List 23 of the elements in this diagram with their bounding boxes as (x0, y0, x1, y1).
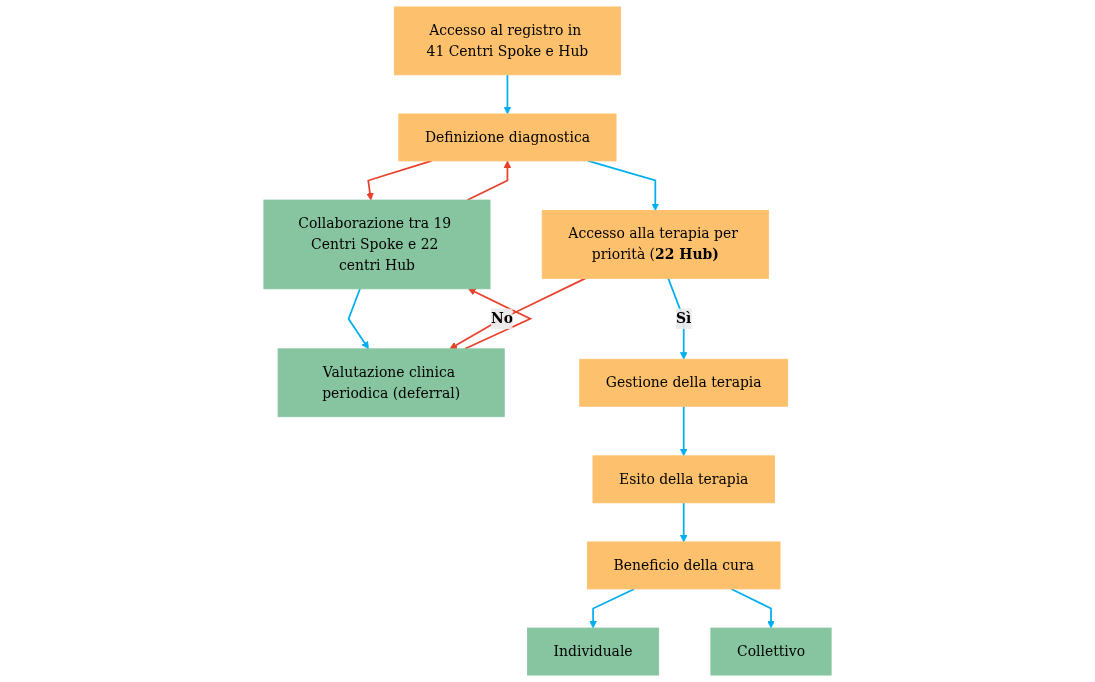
arrow (464, 288, 533, 350)
arrow (503, 73, 512, 115)
node-box: Definizione diagnostica (398, 113, 617, 162)
node-box: Collaborazione tra 19 Centri Spoke e 22 centri Hub (263, 199, 491, 290)
node-box: Accesso al registro in 41 Centri Spoke e Hub (393, 6, 621, 76)
node-box: Accesso alla terapia per priorità (22 Hub) (541, 210, 769, 279)
arrow (679, 405, 688, 457)
arrow (466, 160, 512, 201)
arrow (667, 277, 688, 360)
arrow (587, 160, 660, 211)
node-box: Individuale (527, 627, 660, 676)
arrow (730, 588, 775, 629)
node-box: Beneficio della cura (586, 541, 781, 590)
edge-label: No (490, 310, 513, 327)
arrow (449, 277, 587, 350)
arrow (347, 287, 369, 350)
arrow (679, 501, 688, 543)
node-box: Gestione della terapia (579, 358, 789, 407)
node-box: Esito della terapia (592, 455, 775, 504)
arrow (589, 588, 636, 629)
node-box: Collettivo (710, 627, 832, 676)
edge-label: Sì (676, 310, 692, 327)
node-box: Valutazione clinica periodica (deferral) (277, 348, 505, 418)
